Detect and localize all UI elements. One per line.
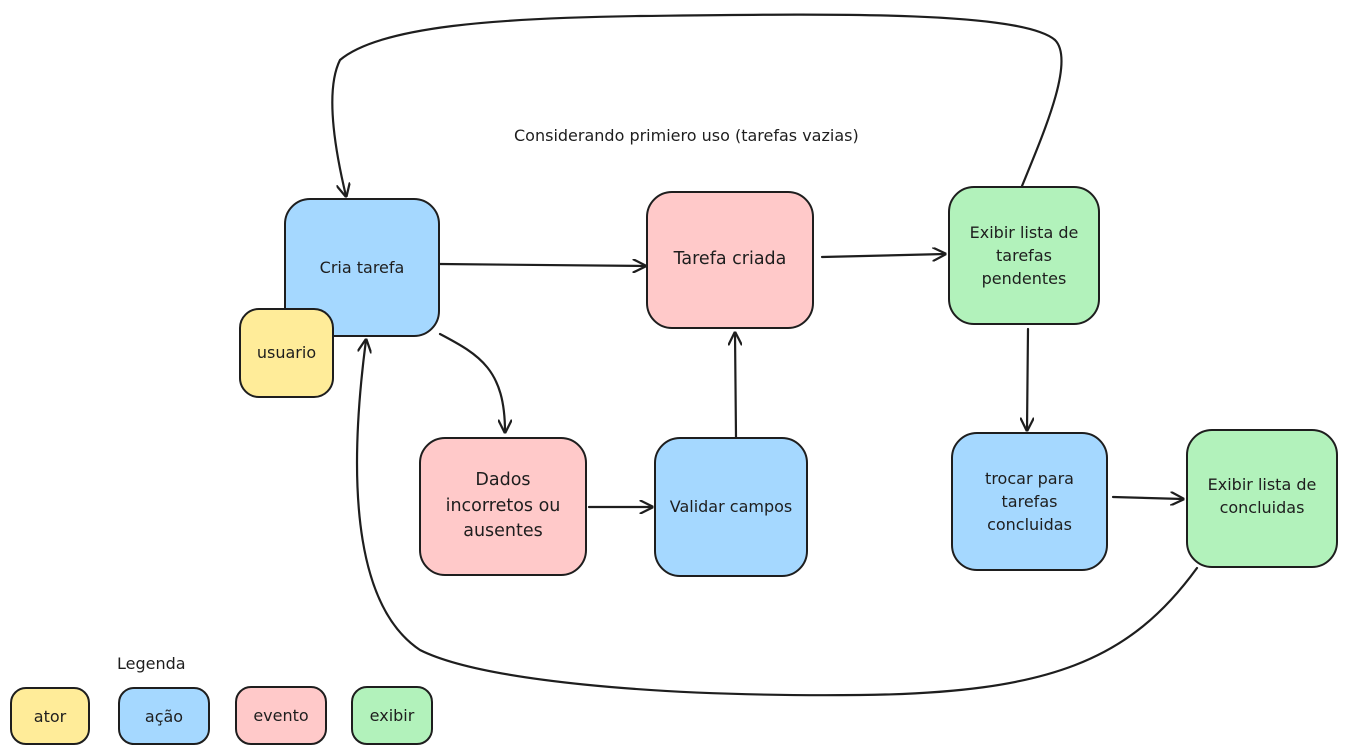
node-usuario[interactable]: usuario xyxy=(239,308,334,398)
node-trocar-concluidas[interactable]: trocar para tarefas concluidas xyxy=(951,432,1108,571)
arrow-tarefa-criada-to-exibir-pendentes xyxy=(820,254,945,257)
node-exibir-pendentes-label: Exibir lista de tarefas pendentes xyxy=(969,222,1079,289)
node-dados-incorretos[interactable]: Dados incorretos ou ausentes xyxy=(419,437,587,576)
arrow-concluidas-loop-to-cria xyxy=(355,340,1199,697)
node-exibir-concluidas-label: Exibir lista de concluidas xyxy=(1207,475,1317,518)
legend-item-ator: ator xyxy=(10,687,90,745)
node-exibir-pendentes[interactable]: Exibir lista de tarefas pendentes xyxy=(948,186,1100,325)
node-tarefa-criada-label: Tarefa criada xyxy=(673,249,787,269)
arrow-validar-to-tarefa-criada xyxy=(735,333,736,439)
node-validar-campos[interactable]: Validar campos xyxy=(654,437,808,577)
legend-title: Legenda xyxy=(117,654,186,673)
node-exibir-concluidas[interactable]: Exibir lista de concluidas xyxy=(1186,429,1338,568)
arrow-pendentes-to-trocar xyxy=(1027,327,1028,430)
node-cria-tarefa[interactable]: Cria tarefa xyxy=(284,198,440,337)
legend-item-exibir-label: exibir xyxy=(369,706,415,725)
node-trocar-concluidas-label: trocar para tarefas concluidas xyxy=(985,468,1074,535)
node-validar-campos-label: Validar campos xyxy=(669,497,793,517)
legend-item-evento: evento xyxy=(235,686,327,745)
arrow-cria-to-tarefa-criada xyxy=(438,264,645,266)
diagram-title: Considerando primiero uso (tarefas vazia… xyxy=(514,126,859,145)
legend-item-exibir: exibir xyxy=(351,686,433,745)
node-cria-tarefa-label: Cria tarefa xyxy=(319,257,405,277)
node-tarefa-criada[interactable]: Tarefa criada xyxy=(646,191,814,329)
node-usuario-label: usuario xyxy=(256,343,317,363)
legend-item-ator-label: ator xyxy=(33,706,67,726)
arrow-cria-to-dados-incorretos xyxy=(438,332,505,432)
arrow-trocar-to-concluidas xyxy=(1111,497,1183,499)
legend-item-acao: ação xyxy=(118,687,210,745)
legend-item-evento-label: evento xyxy=(253,706,309,725)
node-dados-incorretos-label: Dados incorretos ou ausentes xyxy=(445,470,561,542)
legend-item-acao-label: ação xyxy=(144,706,184,726)
arrow-pendentes-loop-to-cria xyxy=(331,13,1063,196)
